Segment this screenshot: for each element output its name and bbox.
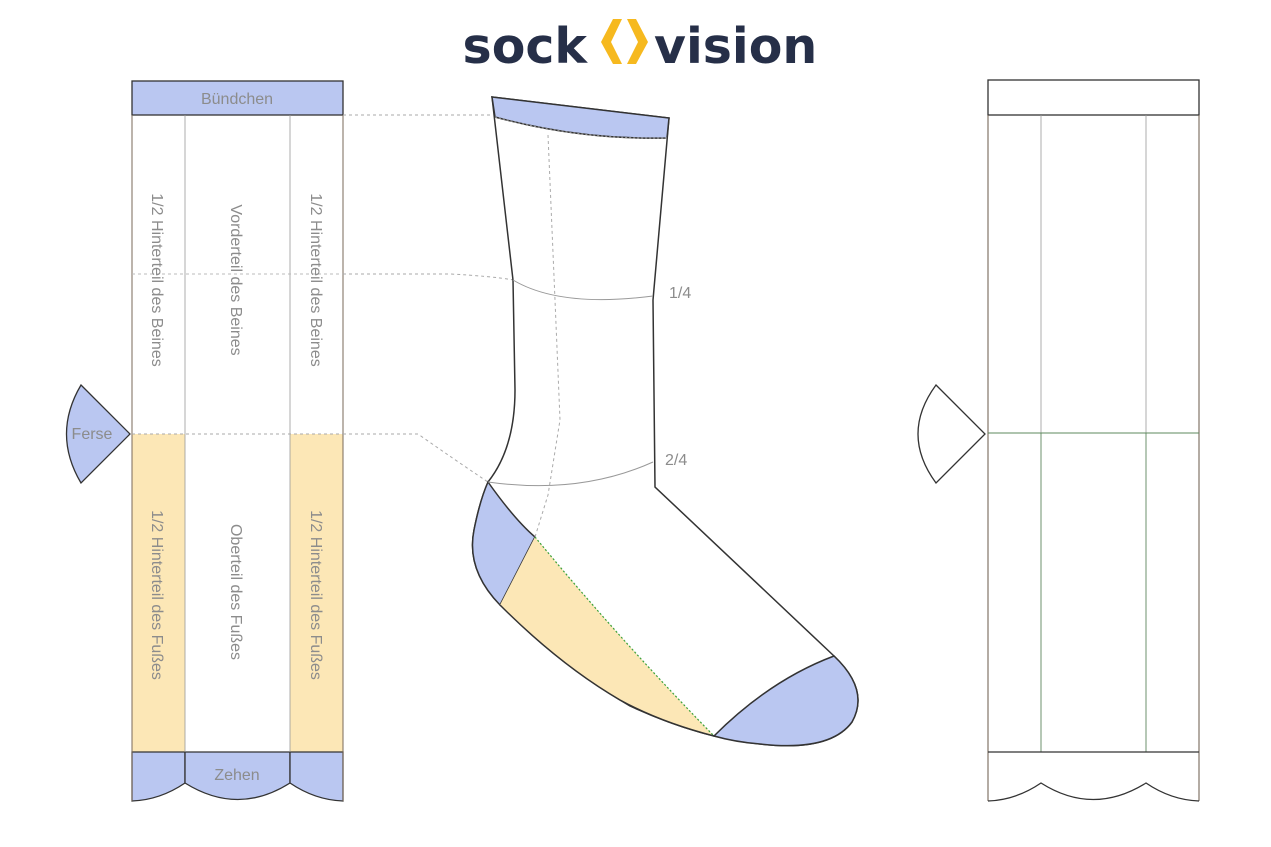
cuff-section bbox=[131, 80, 344, 116]
heel-section bbox=[65, 383, 131, 485]
foot-top-label: Oberteil des Fußes bbox=[227, 524, 244, 660]
cuff-label: Bündchen bbox=[201, 91, 273, 108]
blank-heel-section bbox=[917, 384, 986, 484]
toe-right-part bbox=[289, 751, 344, 802]
sock-sole bbox=[500, 537, 714, 736]
foot-back-right-section bbox=[290, 434, 343, 752]
pattern-blank bbox=[917, 79, 1200, 802]
toe-label: Zehen bbox=[214, 767, 259, 784]
logo-word-vision: vision bbox=[654, 18, 817, 75]
logo-word-sock: sock bbox=[463, 18, 589, 75]
foot-back-left-label: 1/2 Hinterteil des Fußes bbox=[148, 510, 165, 680]
quarter-mark-label: 1/4 bbox=[669, 285, 691, 302]
leg-front-label: Vorderteil des Beines bbox=[227, 204, 244, 355]
sock-heel bbox=[471, 480, 536, 607]
sock-illustration: 1/4 2/4 bbox=[471, 96, 859, 747]
blank-toe-edge bbox=[987, 782, 1200, 802]
logo: sock vision bbox=[463, 18, 818, 75]
foot-back-right-label: 1/2 Hinterteil des Fußes bbox=[307, 510, 324, 680]
foot-back-left-section bbox=[132, 434, 185, 752]
toe-left-part bbox=[131, 751, 186, 802]
leg-back-left-label: 1/2 Hinterteil des Beines bbox=[148, 193, 165, 366]
half-mark-label: 2/4 bbox=[665, 452, 687, 469]
pattern-labelled: Bündchen Ferse Zehen 1/2 Hinterteil des … bbox=[65, 80, 344, 802]
sock-toe bbox=[712, 655, 859, 747]
blank-cuff-section bbox=[987, 79, 1200, 116]
heel-label: Ferse bbox=[72, 426, 113, 443]
sock-body bbox=[471, 96, 859, 747]
connector-lines bbox=[343, 114, 515, 483]
sock-brackets-icon bbox=[601, 19, 648, 64]
leg-back-right-label: 1/2 Hinterteil des Beines bbox=[307, 193, 324, 366]
